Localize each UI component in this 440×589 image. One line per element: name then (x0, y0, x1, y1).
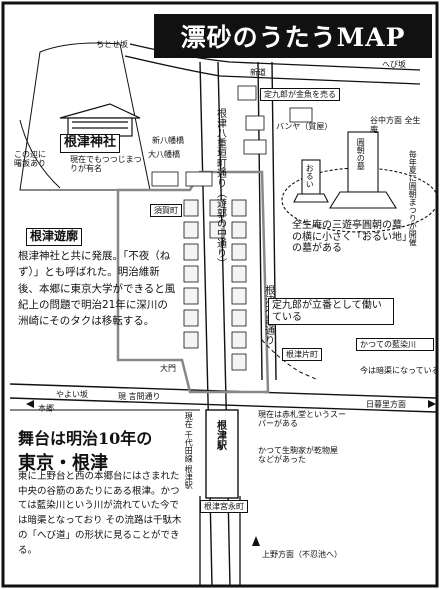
nezu-yukaku-note: 根津神社と共に発展。「不夜（ねず）」とも呼ばれた。明治維新後、本郷に東京大学がで… (18, 250, 176, 328)
headline-line-1: 舞台は明治10年の (18, 429, 153, 448)
arrow-up-icon (252, 536, 260, 546)
zenshoan-note: 谷中方面 全生庵 (370, 116, 421, 135)
tomb-area (281, 131, 439, 233)
yayoi-slope-label: やよい坂 (56, 390, 88, 399)
nezu-yaegaki-street-label: 根津八重垣町通り（遊郭の中通り） (214, 108, 226, 268)
zenshoan-marker: 全生庵の三遊亭圓朝の墓の横に小さく「おるい地」の墓がある (292, 220, 407, 254)
zenshoan-festival: 毎年夏に圓朝まつりが開催 (408, 150, 418, 246)
sadakuro-banner-label: 定九郎が金魚を売る (260, 88, 340, 102)
arrow-left-icon (26, 400, 34, 408)
old-aizome-river-label: かつての藍染川 (356, 338, 434, 352)
sumagamachi-label: 須賀町 (150, 204, 182, 218)
nippori-direction-label: 日暮里方面 (366, 400, 406, 409)
kototoi-street-edge (9, 397, 437, 413)
yaegaki-street-edge (217, 61, 231, 587)
station-box (205, 409, 239, 499)
shrine-slope (19, 119, 61, 189)
headline: 舞台は明治10年の 東京・根津 (18, 425, 152, 475)
kototoi-street-label: 現 言問通り (118, 392, 161, 401)
bangakuya-note: かつて生駒家が乾物屋などがあった (258, 446, 338, 465)
small-tomb-label: おるい (305, 164, 315, 188)
houses-north (151, 85, 313, 187)
sadakuro-marker: 定九郎が立番として働いている (268, 298, 394, 325)
tomb-label: 圓朝の墓 (356, 138, 366, 170)
shin-hachiman-bridge-label: 新八幡橋 (152, 136, 184, 145)
hongo-direction-label: 本郷 (38, 404, 54, 413)
shindo-label: 新道 (250, 68, 266, 77)
this-side-slope-label: この辺に曙坂あり (14, 150, 46, 169)
arrow-right-icon (428, 400, 436, 408)
nezu-fuzui-street-label: 根津不忍通り (262, 285, 274, 365)
nezu-miyanaga-label: 根津宮永町 (200, 500, 248, 514)
yukaku-blocks (183, 199, 247, 371)
ohachiman-bridge-label: 大八幡橋 (148, 150, 180, 159)
north-road-edge (124, 55, 421, 85)
pawnshop-label: バンヤ（質屋） (276, 122, 333, 131)
gate-label: 大門 (160, 364, 176, 373)
ueno-direction-label: 上野方面（不忍池へ） (262, 550, 342, 559)
current-nezu-station-label: 現在 千代田線 根津駅 (184, 412, 194, 490)
north-road-label: へび坂 (382, 60, 406, 69)
store-note: 現在は赤札堂というスーパーがある (258, 410, 346, 429)
nezu-yukaku-label: 根津遊廓 (26, 228, 83, 246)
map-title: 漂砂のうたうMAP (154, 14, 432, 58)
nezu-shrine-note: 現在でもつつじまつりが有名 (70, 155, 142, 174)
headline-line-2: 東京・根津 (18, 453, 108, 474)
fuzui-street (257, 61, 263, 381)
fuzui-street-edge (271, 61, 277, 381)
nezu-shrine-label: 根津神社 (60, 134, 121, 153)
nezu-kata-machi-label: 根津片町 (282, 348, 322, 362)
shrine-building-icon (59, 103, 141, 137)
kaisei-slope-label: ちとせ坂 (96, 40, 128, 49)
body-note: 東に上野台と西の本郷台にはさまれた中央の谷筋のあたりにある根津。かつては藍染川と… (18, 471, 182, 556)
nezu-station-label: 根津駅 (214, 420, 226, 450)
aizome-note: 今は暗渠になっている (360, 366, 440, 375)
